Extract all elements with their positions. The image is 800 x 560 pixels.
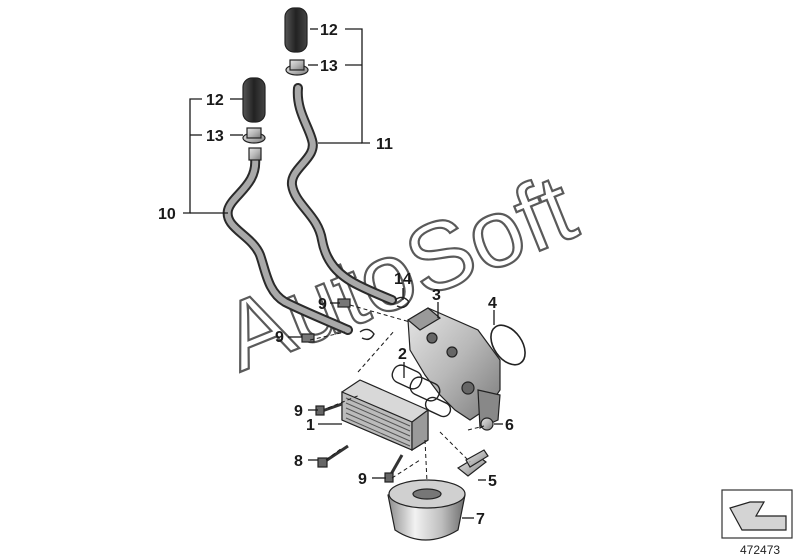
callout-9-lower: 9 (358, 471, 367, 488)
oil-filter-7 (387, 479, 466, 541)
leader-lines (183, 28, 503, 519)
diagram-reference-box: 472473 (721, 489, 793, 557)
callout-8: 8 (294, 453, 303, 470)
callout-5: 5 (488, 473, 497, 490)
arrow-icon (729, 501, 787, 531)
callout-9-middle: 9 (294, 403, 303, 420)
callout-13-upper: 13 (320, 58, 338, 75)
assembly-lines (309, 304, 485, 483)
clamp-13-upper (285, 59, 309, 76)
callout-11: 11 (376, 136, 393, 153)
callout-12-left: 12 (206, 92, 224, 109)
callout-4: 4 (488, 295, 497, 312)
callout-1: 1 (306, 417, 315, 434)
callout-6: 6 (505, 417, 514, 434)
o-ring-4 (490, 324, 526, 366)
callout-9-upper: 9 (318, 296, 327, 313)
diagram-number: 472473 (740, 543, 780, 557)
screw-8 (317, 444, 349, 468)
oil-line-11 (287, 83, 397, 305)
screw-9-b (384, 454, 404, 483)
hollow-screw-5 (456, 449, 489, 477)
screw-9-a (315, 402, 343, 416)
plug-6 (480, 417, 494, 431)
clip-14 (359, 296, 410, 341)
oil-line-10 (222, 147, 353, 335)
oil-cooler-1 (341, 379, 429, 452)
callout-12-upper: 12 (320, 22, 338, 39)
screw-9-c (301, 333, 315, 343)
callout-2: 2 (398, 346, 407, 363)
callout-9-left: 9 (275, 329, 284, 346)
clamp-13-left (242, 127, 266, 144)
callout-7: 7 (476, 511, 485, 528)
callout-14: 14 (394, 271, 412, 288)
callout-3: 3 (432, 287, 441, 304)
callout-13-left: 13 (206, 128, 224, 145)
sleeve-12-upper (284, 7, 308, 53)
gaskets-2 (391, 364, 452, 418)
callout-10: 10 (158, 206, 176, 223)
sleeve-12-left (242, 77, 266, 123)
